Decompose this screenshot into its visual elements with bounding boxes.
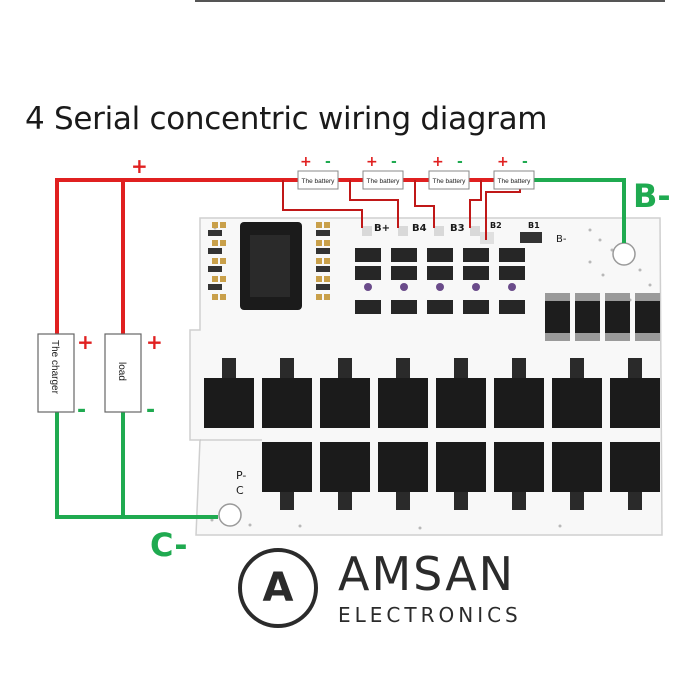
mosfet-array: [200, 358, 660, 510]
battery-3-plus: +: [432, 154, 444, 170]
battery-3-label: The battery: [433, 178, 467, 185]
brand-logo: A AMSAN ELECTRONICS: [238, 545, 538, 635]
balance-components: [355, 226, 542, 314]
battery-2-plus: +: [366, 154, 378, 170]
battery-1-plus: +: [300, 154, 312, 170]
charger-positive-wire: [55, 178, 298, 335]
battery-4-label: The battery: [498, 178, 532, 185]
negative-wiring: [55, 178, 626, 519]
battery-4: The battery: [493, 170, 535, 190]
label-b4: B4: [412, 223, 427, 234]
charger-minus-sign: -: [77, 398, 86, 423]
load-minus-sign: -: [146, 398, 155, 423]
b-minus-pad: [612, 242, 636, 266]
controller-ic: [208, 222, 330, 310]
top-divider: [195, 0, 665, 5]
battery-2-minus: -: [391, 154, 397, 170]
b1-component: [520, 232, 542, 243]
charger-plus-sign: +: [77, 330, 94, 354]
brand-subtitle: ELECTRONICS: [338, 603, 522, 627]
battery-4-minus: -: [522, 154, 528, 170]
label-b3: B3: [450, 223, 465, 234]
shunt-resistors: [545, 293, 660, 341]
load-label: load: [116, 362, 127, 381]
battery-1: The battery: [297, 170, 339, 190]
board-labels: B+ B4 B3 B2 B1 B- P- C: [236, 221, 567, 497]
label-p-minus: P-: [236, 469, 246, 482]
battery-2: The battery: [362, 170, 404, 190]
c-minus-pad: [218, 503, 242, 527]
main-positive-sign: +: [131, 154, 148, 178]
b-minus-wire: [533, 178, 626, 243]
brand-name: AMSAN: [338, 547, 516, 601]
battery-3-minus: -: [457, 154, 463, 170]
c-minus-label: C-: [150, 526, 188, 564]
battery-polarity-signs: + - + - + - + -: [300, 154, 528, 170]
load-plus-sign: +: [146, 330, 163, 354]
b-minus-label: B-: [633, 177, 671, 215]
label-b2: B2: [490, 221, 502, 230]
battery-1-label: The battery: [302, 178, 336, 185]
brand-logo-circle: A: [238, 548, 318, 628]
charger-negative-wire: [55, 412, 218, 519]
label-c: C: [236, 484, 244, 497]
brand-a-icon: A: [263, 565, 294, 611]
load-box: load: [104, 333, 142, 413]
battery-1-minus: -: [325, 154, 331, 170]
label-b1: B1: [528, 221, 540, 230]
battery-2-label: The battery: [367, 178, 401, 185]
page-title: 4 Serial concentric wiring diagram: [25, 101, 548, 137]
label-b-minus: B-: [556, 234, 567, 245]
brand-logo-letter: A: [263, 565, 294, 611]
charger-label: The charger: [49, 340, 60, 395]
battery-3: The battery: [428, 170, 470, 190]
battery-4-plus: +: [497, 154, 509, 170]
label-b-plus: B+: [374, 223, 390, 234]
charger-box: The charger: [37, 333, 75, 413]
